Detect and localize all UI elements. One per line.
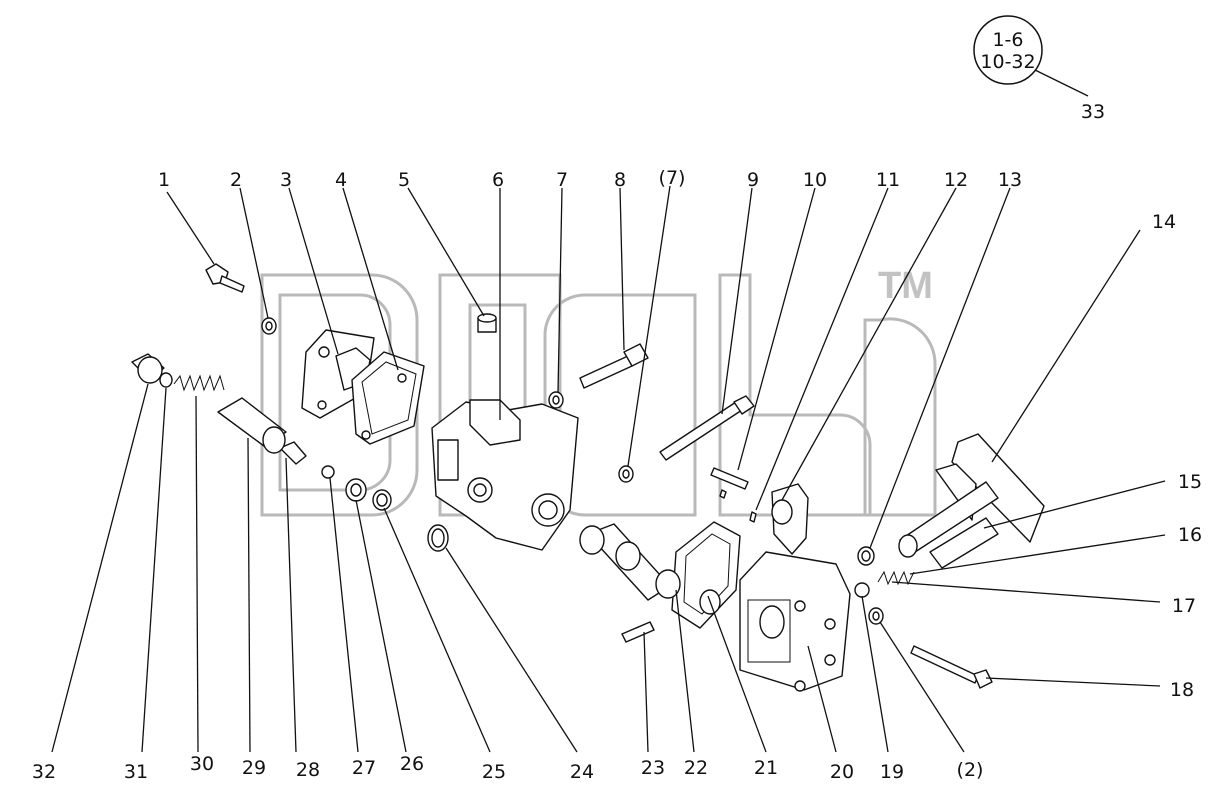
- part-28-pin: [279, 441, 307, 465]
- callout-27: 27: [352, 757, 376, 779]
- reference-circle: 1-6 10-32 33: [973, 15, 1105, 123]
- part-11-small-pin: [719, 489, 757, 523]
- callout-9: 9: [747, 169, 759, 191]
- callout-21: 21: [754, 757, 778, 779]
- part-24-oring: [427, 524, 449, 552]
- part-13-ring: [857, 546, 875, 566]
- callout-2: 2: [230, 169, 242, 191]
- trademark-mark: TM: [878, 265, 933, 307]
- callout-16: 16: [1178, 524, 1202, 546]
- part-27-ball: [321, 465, 335, 479]
- part-26-nut: [345, 478, 367, 502]
- reference-line-1: 1-6: [992, 29, 1023, 51]
- part-10-pin: [710, 467, 749, 490]
- callout-15: 15: [1178, 471, 1202, 493]
- callout-10: 10: [803, 169, 827, 191]
- callout-22: 22: [684, 757, 708, 779]
- reference-line-2: 10-32: [980, 51, 1035, 73]
- callout-25: 25: [482, 761, 506, 783]
- callout-19: 19: [880, 761, 904, 783]
- callout-4: 4: [335, 169, 347, 191]
- callout-5: 5: [398, 169, 410, 191]
- part-15-plunger: [898, 481, 999, 569]
- part-1-bolt: [205, 263, 245, 293]
- part-30-spring: [173, 374, 225, 392]
- callout-labels: 1 2 3 4 5 6 7 8 (7) 9 10 11 12 13 14 15 …: [32, 167, 1202, 783]
- callout-14: 14: [1152, 211, 1176, 233]
- part-7-washer: [548, 391, 634, 483]
- callout-7: 7: [556, 169, 568, 191]
- callout-18: 18: [1170, 679, 1194, 701]
- watermark-logo: TM: [260, 265, 937, 517]
- callout-20: 20: [830, 761, 854, 783]
- callout-2-ref: (2): [957, 759, 984, 781]
- part-8-screw: [579, 343, 649, 389]
- callout-28: 28: [296, 759, 320, 781]
- part-32-cap: [131, 353, 165, 384]
- callout-31: 31: [124, 761, 148, 783]
- callout-26: 26: [400, 753, 424, 775]
- part-23-pin: [621, 621, 655, 643]
- part-5-plug: [477, 313, 497, 333]
- callout-7-ref: (7): [659, 167, 686, 189]
- leader-lines: [51, 185, 1166, 753]
- callout-12: 12: [944, 169, 968, 191]
- part-21-gasket: [671, 521, 741, 629]
- part-31-ring: [159, 372, 173, 388]
- callout-8: 8: [614, 169, 626, 191]
- callout-33: 33: [1081, 101, 1105, 123]
- part-2b-washer: [868, 607, 884, 625]
- part-4-gasket: [351, 351, 425, 445]
- part-25-ring: [372, 489, 392, 511]
- part-2-washer: [261, 317, 277, 335]
- callout-30: 30: [190, 753, 214, 775]
- callout-13: 13: [998, 169, 1022, 191]
- callout-6: 6: [492, 169, 504, 191]
- callout-23: 23: [641, 757, 665, 779]
- callout-29: 29: [242, 757, 266, 779]
- callout-32: 32: [32, 761, 56, 783]
- part-29-sleeve: [217, 397, 287, 454]
- part-6-housing: [431, 399, 579, 551]
- callout-11: 11: [876, 169, 900, 191]
- part-9-pin: [659, 395, 755, 461]
- part-22-spool: [579, 523, 721, 615]
- part-18-pin: [910, 645, 993, 689]
- part-20-body: [739, 551, 851, 692]
- callout-3: 3: [280, 169, 292, 191]
- part-16-spring: [877, 570, 915, 586]
- part-17-ball: [854, 582, 870, 598]
- callout-1: 1: [158, 169, 170, 191]
- callout-17: 17: [1172, 595, 1196, 617]
- callout-24: 24: [570, 761, 594, 783]
- part-12-lever: [771, 483, 809, 555]
